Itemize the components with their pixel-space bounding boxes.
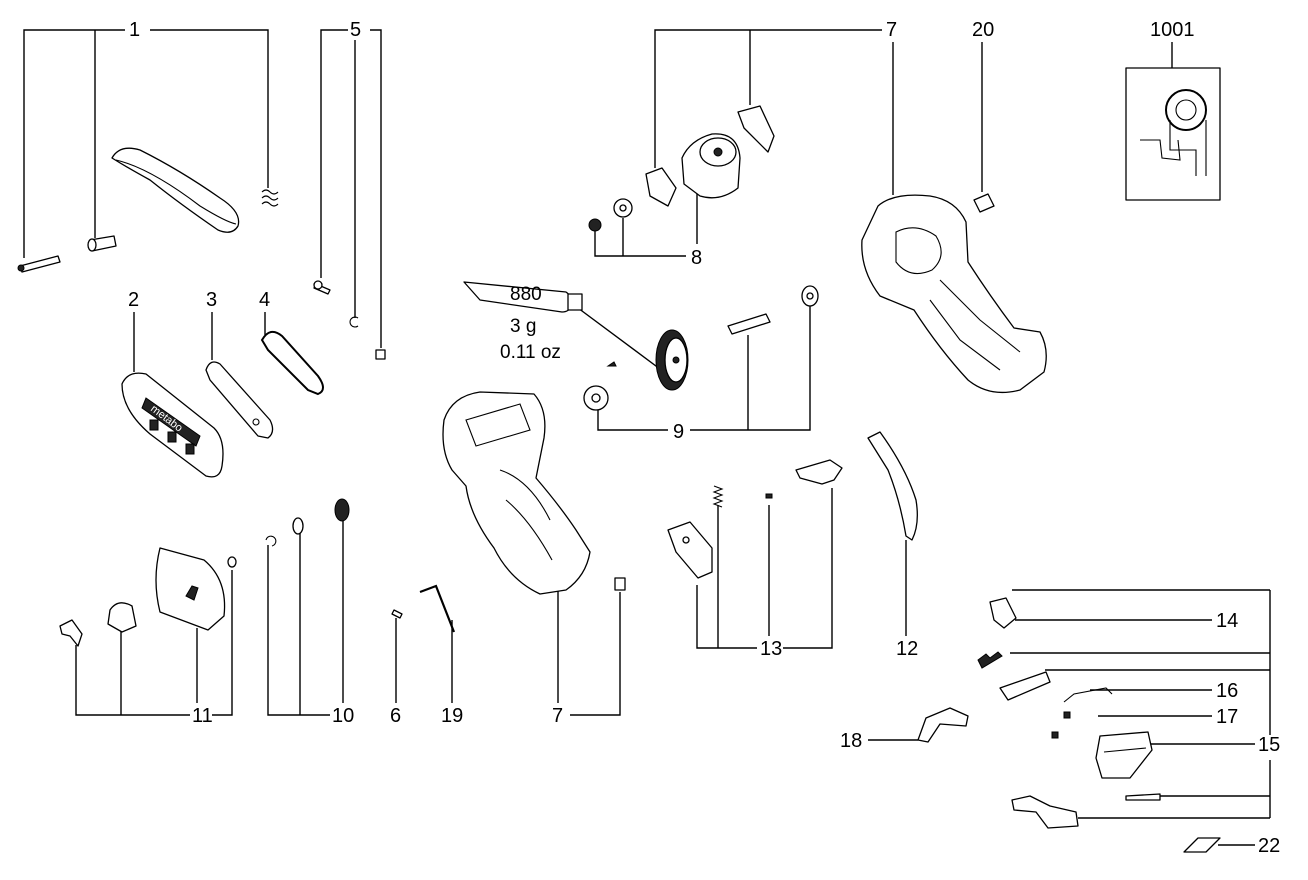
grease-tube: 880 3 g 0.11 oz: [463, 281, 583, 363]
part-14-switch: [989, 597, 1017, 629]
part-1-pin: [17, 255, 61, 273]
part-11-knob: [107, 602, 137, 633]
part-11-clip: [59, 619, 83, 647]
label-2: 2: [128, 289, 139, 311]
label-7-top: 7: [886, 19, 897, 41]
part-2-chain-guard: metabo: [121, 372, 224, 478]
part-12-trigger: [867, 431, 918, 541]
label-22: 22: [1258, 835, 1280, 857]
label-5: 5: [350, 19, 361, 41]
part-3-guide-bar: [205, 361, 274, 439]
part-7-switch-piece-a: [645, 167, 677, 207]
part-10-washer: [292, 517, 304, 535]
grease-weight-metric: 3 g: [510, 316, 536, 337]
part-10-clip: [265, 535, 277, 547]
label-12: 12: [896, 638, 918, 660]
part-9-shaft: [727, 313, 771, 335]
label-9-bottom: 9: [673, 421, 684, 443]
label-4: 4: [259, 289, 270, 311]
part-17-plug: [1051, 711, 1071, 739]
part-4-saw-chain: [260, 330, 324, 396]
part-15-pin: [1125, 793, 1161, 801]
callout-labels: 1 5 7 20 1001 8 2 3 4 9 9 11 10 6 19 7 1…: [128, 19, 1280, 857]
part-16-wire-clip: [1063, 687, 1113, 703]
part-10-sprocket: [334, 498, 350, 522]
label-17: 17: [1216, 706, 1238, 728]
label-8: 8: [691, 247, 702, 269]
grease-weight-imperial: 0.11 oz: [500, 342, 561, 363]
part-7-small-nut: [614, 577, 626, 591]
part-13-lever: [667, 521, 713, 579]
part-7-housing-right: [861, 194, 1047, 394]
part-13-lock-button: [795, 459, 843, 485]
part-11-pin: [227, 556, 237, 568]
label-18: 18: [840, 730, 862, 752]
label-20: 20: [972, 19, 994, 41]
part-20-label: [973, 193, 995, 213]
part-7-switch-piece-b: [737, 105, 775, 153]
part-8-motor: [681, 133, 741, 199]
part-6-screw: [391, 609, 403, 619]
part-5-nut: [375, 349, 386, 360]
part-13-pin: [765, 493, 773, 499]
label-13: 13: [760, 638, 782, 660]
part-1001-rating-label: [1125, 67, 1221, 201]
label-11: 11: [192, 705, 213, 727]
part-1-spring: [261, 189, 279, 207]
part-9-small-clip: [606, 361, 617, 367]
leader-lines: [23, 29, 1271, 846]
part-1-sleeve: [87, 235, 117, 252]
part-15-plate: [999, 671, 1051, 701]
grease-part-number: 880: [510, 284, 542, 305]
label-3: 3: [206, 289, 217, 311]
label-10: 10: [332, 705, 354, 727]
label-7-bottom: 7: [552, 705, 563, 727]
part-13-spring: [712, 485, 724, 508]
part-15-terminal-block: [1095, 731, 1153, 779]
part-18-clip: [917, 707, 969, 743]
part-5-screw: [313, 280, 331, 295]
label-1001: 1001: [1150, 19, 1195, 41]
part-9-gear: [655, 329, 689, 391]
label-14: 14: [1216, 610, 1238, 632]
label-1: 1: [129, 19, 140, 41]
part-8-pinion: [588, 218, 602, 232]
label-15: 15: [1258, 734, 1280, 756]
label-19: 19: [441, 705, 463, 727]
part-9-bearing: [583, 385, 609, 411]
part-1-handle-bar: [111, 147, 240, 233]
part-19-hex-key: [419, 584, 456, 633]
part-11-cover: [155, 547, 226, 631]
part-7-housing-left: [442, 391, 591, 595]
part-9-washer: [801, 285, 819, 307]
part-8-washer: [613, 198, 633, 218]
label-6: 6: [390, 705, 401, 727]
part-22-sheet: [1183, 837, 1221, 853]
part-15-bracket: [1011, 795, 1079, 829]
label-16: 16: [1216, 680, 1238, 702]
part-15-connector: [977, 651, 1003, 669]
part-5-clip: [349, 316, 359, 328]
